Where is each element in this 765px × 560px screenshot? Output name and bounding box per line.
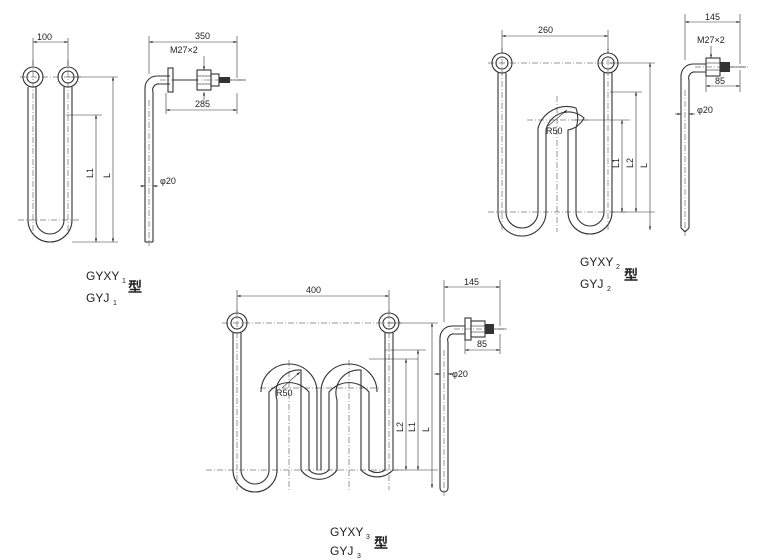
dim-l2-text: L2 [395,422,405,432]
dim-inner-text: 85 [477,339,487,349]
dia-text: φ20 [160,176,176,186]
dim-width-text: 100 [37,32,52,42]
model-a-sub: 3 [366,534,370,541]
side-tube [144,75,170,242]
dim-total-text: 350 [195,31,210,41]
dim-l-text: L [102,173,112,178]
model-b-sub: 1 [113,300,117,307]
type-char: 型 [374,535,388,552]
dim-width-text: 260 [538,25,553,35]
thread-text: M27×2 [170,45,198,55]
dim-l-text: L [421,427,431,432]
radius-text: R50 [276,388,293,398]
w-tube [497,73,613,237]
dim-width-text: 400 [306,285,321,295]
side-tube [680,63,706,228]
model-b-label: GYJ [330,544,353,558]
dim-l1-text: L1 [407,422,417,432]
model-a-label: GYXY [580,255,613,269]
dim-side-text: 145 [464,277,479,287]
side-tube [439,325,465,488]
diagram-1-u-heater: 100 L1 L 350 M27×2 285 [18,31,246,307]
serpentine-tube [232,333,394,493]
model-b-label: GYJ [86,291,109,305]
model-b-sub: 3 [357,553,361,560]
dim-inner-text: 85 [715,76,725,86]
dim-l1-text: L1 [85,168,95,178]
model-b-sub: 2 [607,286,611,293]
dim-inner-text: 285 [195,99,210,109]
type-char: 型 [624,267,638,284]
diagram-3-serpentine-heater: R50 400 L2 L1 L 145 [206,277,508,560]
dim-side-text: 145 [705,12,720,22]
thread-text: M27×2 [697,35,725,45]
model-a-sub: 2 [616,264,620,271]
dia-text: φ20 [452,369,468,379]
dia-text: φ20 [697,105,713,115]
diagram-2-w-heater: R50 260 L1 L2 L 145 M27×2 [488,12,748,293]
dim-l1-text: L1 [611,158,621,168]
model-b-label: GYJ [580,277,603,291]
model-a-label: GYXY [330,525,363,539]
u-tube [27,87,73,243]
radius-text: R50 [546,126,563,136]
type-char: 型 [128,279,142,296]
dim-l-text: L [639,163,649,168]
model-a-label: GYXY [86,269,119,283]
model-a-sub: 1 [122,278,126,285]
dim-l2-text: L2 [625,158,635,168]
